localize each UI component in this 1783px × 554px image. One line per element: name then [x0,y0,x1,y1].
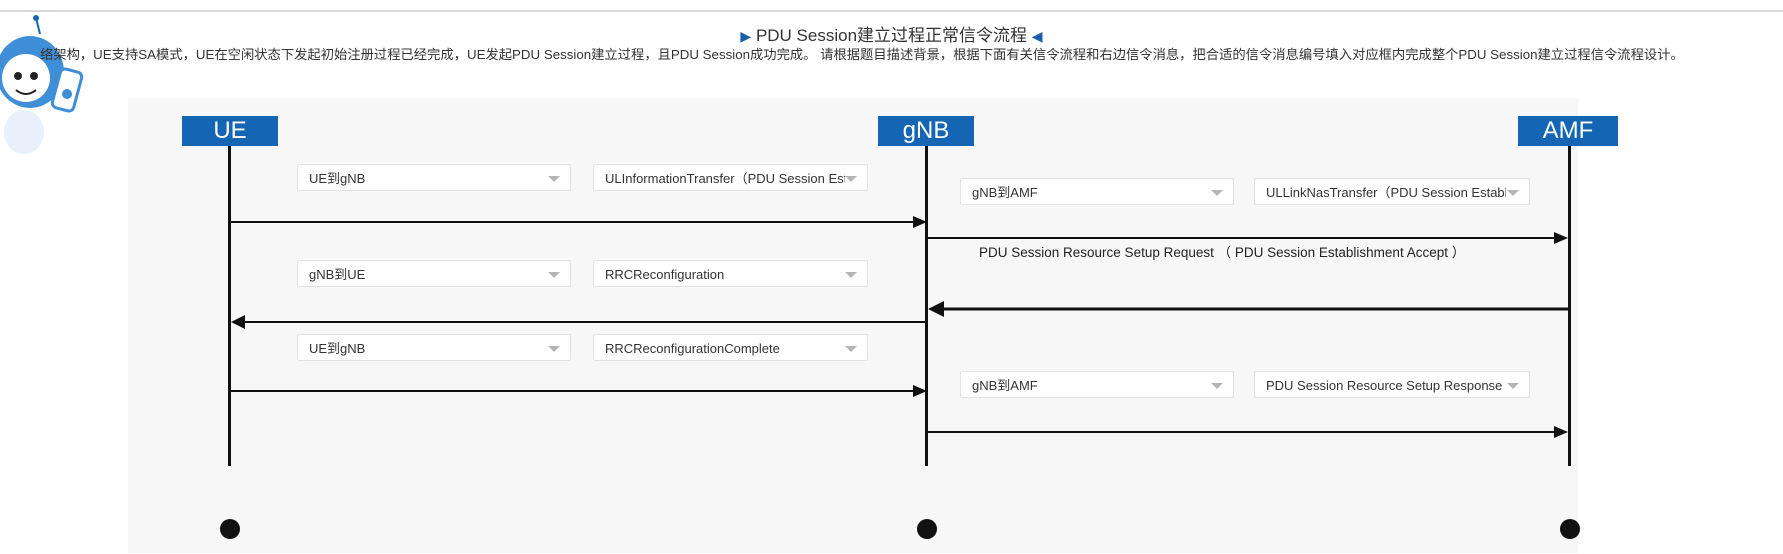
chevron-down-icon [548,272,560,278]
amf-lifeline [1568,130,1571,466]
title-text: PDU Session建立过程正常信令流程 [755,26,1028,45]
step5-direction-select[interactable]: gNB到AMF [960,371,1234,398]
chevron-down-icon [845,346,857,352]
robot-mascot-icon [0,15,84,154]
chevron-down-icon [1507,190,1519,196]
ue-lifeline [228,130,231,466]
chevron-down-icon [1211,383,1223,389]
chevron-down-icon [548,176,560,182]
chevron-down-icon [548,346,560,352]
amf-node: AMF [1518,116,1618,146]
step1-message-select[interactable]: ULInformationTransfer（PDU Session Esta [593,164,868,191]
step4-direction-select[interactable]: UE到gNB [297,334,571,361]
fixed-message-label: PDU Session Resource Setup Request （ PDU… [979,245,1466,260]
ue-lifeline-end [220,519,240,539]
step5-message-select[interactable]: PDU Session Resource Setup Response [1254,371,1530,398]
gnb-lifeline [925,130,928,466]
amf-lifeline-end [1560,519,1580,539]
gnb-node: gNB [878,116,974,146]
step1-direction-select[interactable]: UE到gNB [297,164,571,191]
top-divider [0,10,1783,12]
step2-direction-select[interactable]: gNB到AMF [960,178,1234,205]
arrow-ue-to-gnb-1 [229,216,927,228]
step2-message-select[interactable]: ULLinkNasTransfer（PDU Session Establis [1254,178,1530,205]
triangle-left-icon: ◀ [1031,28,1043,44]
arrow-amf-to-gnb [928,301,1569,317]
arrow-ue-to-gnb-2 [229,385,927,397]
chevron-down-icon [1211,190,1223,196]
ue-node: UE [182,116,278,146]
arrow-gnb-to-amf-2 [926,426,1568,438]
step4-message-select[interactable]: RRCReconfigurationComplete [593,334,868,361]
gnb-lifeline-end [917,519,937,539]
chevron-down-icon [1507,383,1519,389]
chevron-down-icon [845,176,857,182]
task-description: 络架构，UE支持SA模式，UE在空闲状态下发起初始注册过程已经完成，UE发起PD… [40,47,1684,62]
step3-direction-select[interactable]: gNB到UE [297,260,571,287]
page-title: ▶ PDU Session建立过程正常信令流程 ◀ [0,21,1783,46]
chevron-down-icon [845,272,857,278]
step3-message-select[interactable]: RRCReconfiguration [593,260,868,287]
arrow-gnb-to-amf-1 [926,232,1568,244]
arrow-gnb-to-ue [231,315,926,329]
triangle-right-icon: ▶ [740,28,752,44]
